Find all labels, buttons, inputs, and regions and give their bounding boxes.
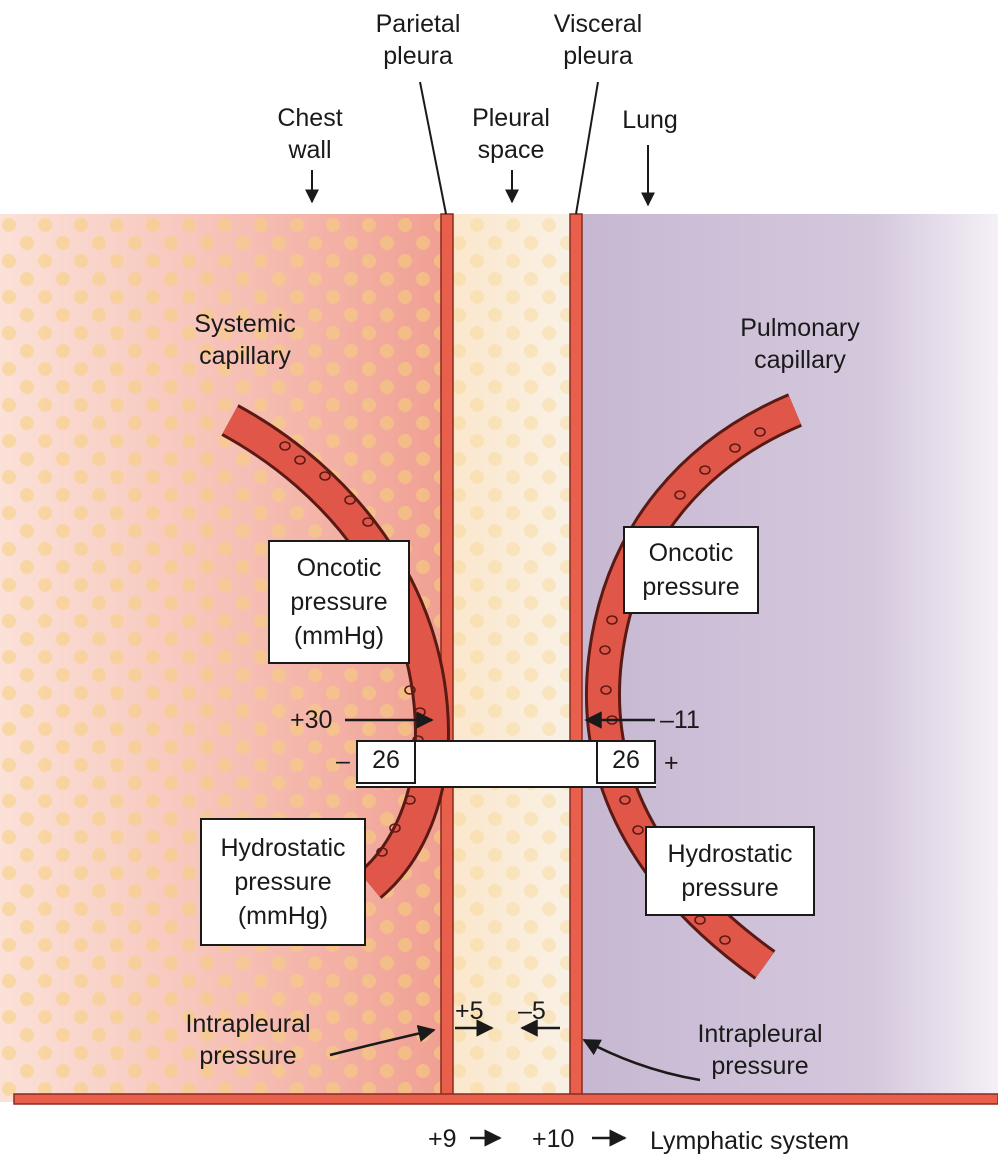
left-oncotic-box: Oncotic pressure (mmHg) (268, 540, 410, 664)
lymphatic-system-label: Lymphatic system (650, 1126, 849, 1156)
parietal-pleura-membrane (441, 214, 453, 1102)
parietal-pleura-leader (420, 82, 446, 214)
parietal-pleura-label: Parietal pleura (358, 8, 478, 72)
left-hydrostatic-box: Hydrostatic pressure (mmHg) (200, 818, 366, 946)
hydro-left-value: +30 (290, 705, 332, 735)
oncotic-right-sign: + (664, 748, 679, 778)
right-hydrostatic-box: Hydrostatic pressure (645, 826, 815, 916)
lymph-value-2: +10 (532, 1124, 574, 1154)
visceral-pleura-leader (576, 82, 598, 214)
hydro-right-value: –11 (660, 705, 700, 735)
pleural-space-dots (453, 214, 571, 1102)
visceral-pleura-membrane (570, 214, 582, 1102)
intrapleural-left-label: Intrapleural pressure (168, 1008, 328, 1072)
visceral-pleura-label: Visceral pleura (538, 8, 658, 72)
lymph-value-1: +9 (428, 1124, 457, 1154)
intra-right-value: –5 (518, 996, 546, 1026)
oncotic-right-value: 26 (596, 740, 656, 784)
pulmonary-capillary-label: Pulmonary capillary (720, 312, 880, 376)
oncotic-left-sign: – (336, 746, 350, 776)
oncotic-left-value: 26 (356, 740, 416, 784)
intrapleural-right-label: Intrapleural pressure (680, 1018, 840, 1082)
systemic-capillary-label: Systemic capillary (170, 308, 320, 372)
intra-left-value: +5 (455, 996, 484, 1026)
lung-label: Lung (605, 104, 695, 136)
chest-wall-label: Chest wall (255, 102, 365, 166)
right-oncotic-box: Oncotic pressure (623, 526, 759, 614)
base-membrane (14, 1094, 998, 1104)
pleural-space-label: Pleural space (450, 102, 572, 166)
